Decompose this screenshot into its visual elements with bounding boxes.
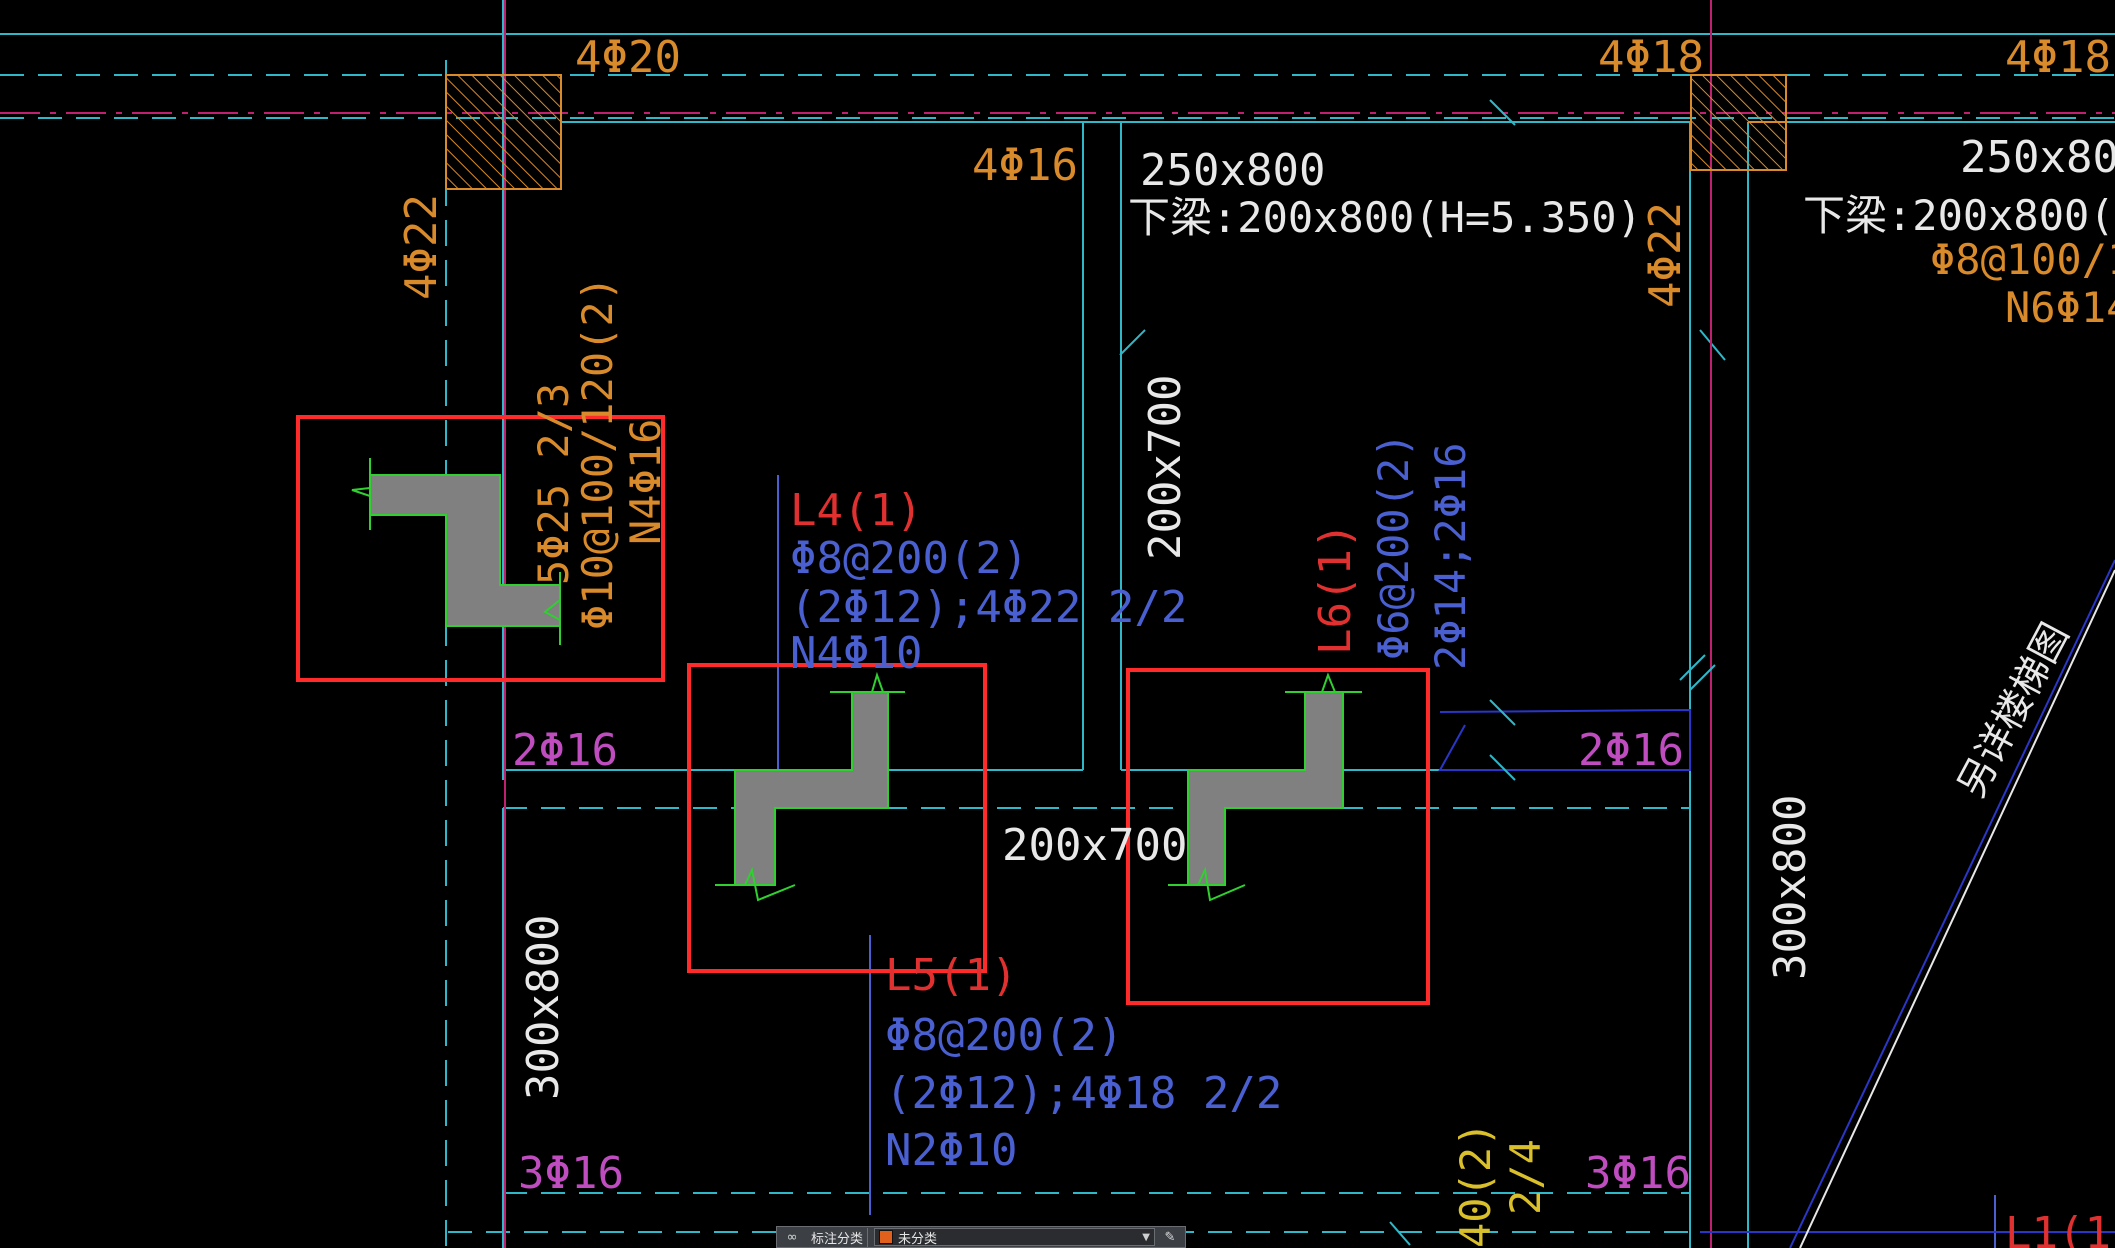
break-marks — [1119, 99, 1716, 1246]
label-l4-2phi16: 2Φ16 — [512, 725, 618, 776]
label-beam-down-right: 下梁:200x800(H=5 — [1803, 191, 2115, 240]
label-top-4phi20: 4Φ20 — [575, 32, 681, 83]
label-beam-down-mid: 下梁:200x800(H=5.350) — [1128, 193, 1642, 242]
highlight-boxes[interactable] — [296, 415, 1430, 1005]
label-mid-200x700-vert: 200x700 — [1140, 375, 1191, 560]
stair-diagonal — [1799, 569, 2115, 1248]
label-beam-250x800-mid: 250x800 — [1140, 145, 1325, 196]
label-l4-stirrup: Φ8@200(2) — [790, 533, 1028, 584]
label-top-4phi18: 4Φ18 — [1598, 32, 1704, 83]
label-beam-250x800-right: 250x800 — [1960, 132, 2115, 183]
label-l5-bars: (2Φ12);4Φ18 2/2 — [885, 1068, 1282, 1119]
label-left-n4: N4Φ16 — [621, 419, 670, 545]
label-beam-4phi16: 4Φ16 — [972, 140, 1078, 191]
label-l1-name: L1(1) — [2005, 1208, 2115, 1248]
label-l6-name: L6(1) — [1310, 523, 1361, 655]
label-l6-bars: 2Φ14;2Φ16 — [1426, 442, 1475, 670]
label-l5-name: L5(1) — [885, 950, 1017, 1001]
label-l4-name: L4(1) — [790, 485, 922, 536]
label-l4-n4: N4Φ10 — [790, 628, 922, 679]
column-left — [445, 74, 562, 190]
label-right-stirrup: Φ8@100/16 — [1930, 235, 2115, 284]
label-left-stirrup: Φ10@100/120(2) — [573, 276, 622, 630]
label-l6-2phi16: 2Φ16 — [1578, 725, 1684, 776]
annotations: 4Φ20 4Φ18 4Φ18( 4Φ16 250x800 下梁:200x800(… — [396, 32, 2115, 1248]
label-l4-bars: (2Φ12);4Φ22 2/2 — [790, 582, 1187, 633]
annotation-category-value: 未分类 — [898, 1231, 938, 1247]
leader-lines — [777, 475, 871, 1215]
label-mid-200x700-horiz: 200x700 — [1002, 820, 1187, 871]
label-bottom-stirrup-partial: 40(2) — [1451, 1122, 1500, 1248]
label-col-4phi22-right: 4Φ22 — [1640, 202, 1691, 308]
stair-outline — [1438, 559, 2115, 1248]
annotation-category-dropdown[interactable]: 未分类 ▼ — [874, 1228, 1155, 1247]
label-top-4phi18-right: 4Φ18( — [2005, 32, 2115, 83]
label-bottom-3phi16-left: 3Φ16 — [518, 1148, 624, 1199]
label-bottom-24: 2/4 — [1501, 1139, 1550, 1215]
section-shape-left — [351, 458, 561, 645]
chevron-down-icon[interactable]: ▼ — [1142, 1231, 1150, 1243]
label-bottom-3phi16-right: 3Φ16 — [1585, 1148, 1691, 1199]
label-left-5phi25: 5Φ25 2/3 — [529, 383, 578, 585]
edit-icon[interactable]: ✎ — [1164, 1229, 1176, 1245]
category-color-swatch — [879, 1230, 894, 1244]
section-shape-right — [1168, 672, 1362, 902]
columns — [445, 74, 1787, 190]
label-left-300x800: 300x800 — [518, 915, 569, 1100]
highlight-box-right[interactable] — [1126, 668, 1430, 1005]
infinity-icon[interactable]: ∞ — [786, 1229, 798, 1245]
highlight-box-left[interactable] — [296, 415, 665, 682]
label-col-4phi22-left: 4Φ22 — [396, 194, 447, 300]
label-l6-stirrup: Φ6@200(2) — [1369, 432, 1418, 660]
label-l5-stirrup: Φ8@200(2) — [885, 1010, 1123, 1061]
label-l5-n2: N2Φ10 — [885, 1125, 1017, 1176]
section-shape-mid — [715, 671, 905, 902]
annotation-category-bar[interactable]: ∞ 标注分类 未分类 ▼ ✎ — [776, 1226, 1186, 1248]
label-right-300x800: 300x800 — [1765, 795, 1816, 980]
highlight-box-mid[interactable] — [687, 663, 987, 973]
annotation-category-label: 标注分类 — [807, 1227, 869, 1247]
